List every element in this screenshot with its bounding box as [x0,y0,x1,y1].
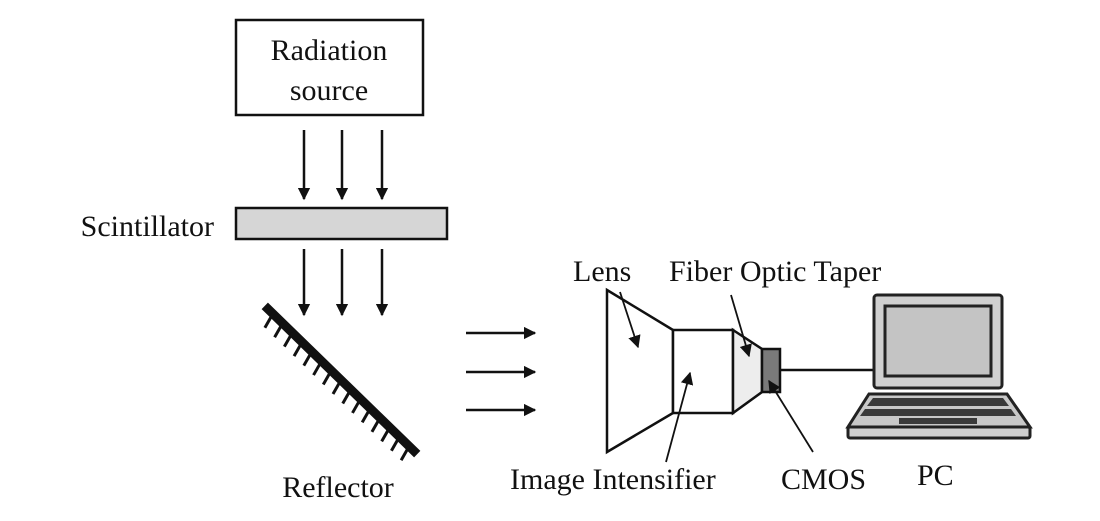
reflector-hatching [263,312,411,462]
light-arrows-down-lower [297,249,389,317]
light-arrows-right [466,326,537,417]
reflector-hatch-mark [390,436,401,452]
laptop-keys-row [867,398,1009,406]
radiation-source-label-line1: Radiation [271,34,388,67]
reflector-hatch-mark [263,312,275,329]
reflector-hatch-mark [283,331,294,348]
lens-pointer-arrow [619,291,641,349]
reflector-hatch-mark [273,322,284,338]
cmos-pointer-arrow [768,379,814,453]
lens-shape [605,287,675,455]
scintillator-label: Scintillator [81,210,214,243]
reflector-hatch-mark [399,445,411,462]
cmos-sensor: CMOS [760,347,866,496]
fiber-optic-taper-label: Fiber Optic Taper [669,255,881,288]
reflector-hatch-mark [331,379,343,395]
reflector-hatch-mark [341,388,353,405]
radiation-source-label-line2: source [290,74,368,107]
scintillator-plate [234,206,449,241]
image-intensifier-pointer-arrow [665,371,694,463]
reflector-hatch-mark [360,407,372,424]
radiation-source: Radiation source [234,18,425,117]
scintillator: Scintillator [81,206,449,243]
laptop-base [846,425,1032,440]
reflector-hatch-mark [370,417,382,433]
reflector-hatch-mark [380,426,391,443]
image-intensifier-label: Image Intensifier [510,463,716,496]
image-intensifier: Image Intensifier [510,328,735,496]
fiber-optic-taper-pointer-arrow [730,294,752,358]
reflector-hatch-mark [312,360,323,376]
cmos-label: CMOS [781,463,866,496]
reflector: Reflector [261,302,421,504]
lens-label: Lens [573,255,631,288]
reflector-hatch-mark [302,350,314,367]
laptop-keys-row [860,409,1016,416]
reflector-hatch-mark [351,398,362,414]
radiation-source-box [234,18,425,117]
radiation-arrows-down-upper [297,130,389,201]
pc-label: PC [917,459,954,492]
lens: Lens [573,255,675,455]
laptop-touchpad [899,418,977,424]
reflector-hatch-mark [321,369,333,386]
reflector-label: Reflector [282,471,394,504]
fiber-optic-taper-shape [731,327,764,416]
reflector-hatch-mark [292,341,304,357]
laptop-screen [883,304,993,378]
pc-laptop: PC [845,293,1033,492]
